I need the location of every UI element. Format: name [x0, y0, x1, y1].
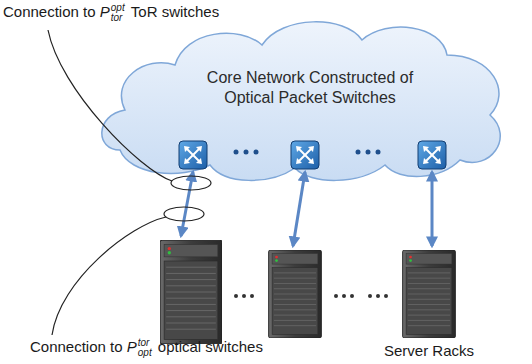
- superscript: tor: [138, 338, 152, 348]
- subscript: opt: [138, 348, 152, 358]
- index-stack: toropt: [138, 338, 152, 358]
- callout-word: Connection to: [3, 3, 96, 20]
- superscript: opt: [111, 3, 125, 13]
- callout-word: Connection to: [30, 338, 123, 355]
- rack-label: Server Racks: [384, 342, 474, 360]
- callout-text: Connection to Popttor ToR switches: [3, 3, 219, 23]
- symbol-letter: P: [100, 3, 110, 20]
- cloud-label: Core Network Constructed of Optical Pack…: [191, 68, 429, 108]
- index-stack: opttor: [111, 3, 125, 23]
- subscript: tor: [111, 13, 125, 23]
- cloud-node: Core Network Constructed of Optical Pack…: [185, 64, 435, 112]
- callout-text: Connection to Ptoropt optical switches: [30, 338, 263, 358]
- callout-word: ToR switches: [131, 3, 219, 20]
- callout-word: optical switches: [158, 338, 263, 355]
- symbol-letter: P: [127, 338, 137, 355]
